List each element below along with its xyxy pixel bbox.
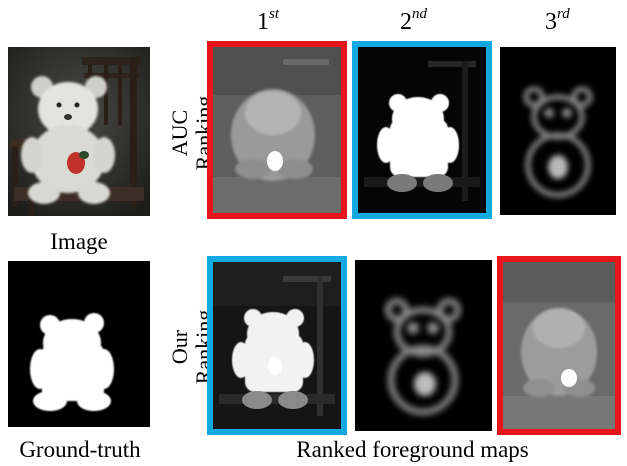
caption-ground-truth: Ground-truth <box>19 437 141 462</box>
auc-rank-3-map <box>500 47 616 215</box>
input-image <box>8 47 150 216</box>
our-rank-2-map <box>355 260 492 431</box>
rank-suffix: rd <box>557 6 570 22</box>
our-rank-1-map <box>207 256 347 435</box>
rank-header-1st: 1st <box>257 6 280 36</box>
rank-num: 3 <box>545 9 557 35</box>
row-label-line: Our <box>167 329 192 365</box>
auc-rank-2-map <box>352 41 492 219</box>
rank-num: 1 <box>257 9 269 35</box>
rank-num: 2 <box>400 9 412 35</box>
row-label-line: AUC <box>167 109 192 157</box>
ground-truth-mask <box>8 261 150 427</box>
auc-rank-1-map <box>207 41 347 219</box>
rank-suffix: st <box>269 6 280 22</box>
rank-header-3rd: 3rd <box>545 6 570 36</box>
rank-suffix: nd <box>412 6 427 22</box>
caption-image: Image <box>50 229 108 254</box>
our-rank-3-map <box>497 256 621 435</box>
rank-header-2nd: 2nd <box>400 6 427 36</box>
caption-ranked-maps: Ranked foreground maps <box>296 437 529 462</box>
